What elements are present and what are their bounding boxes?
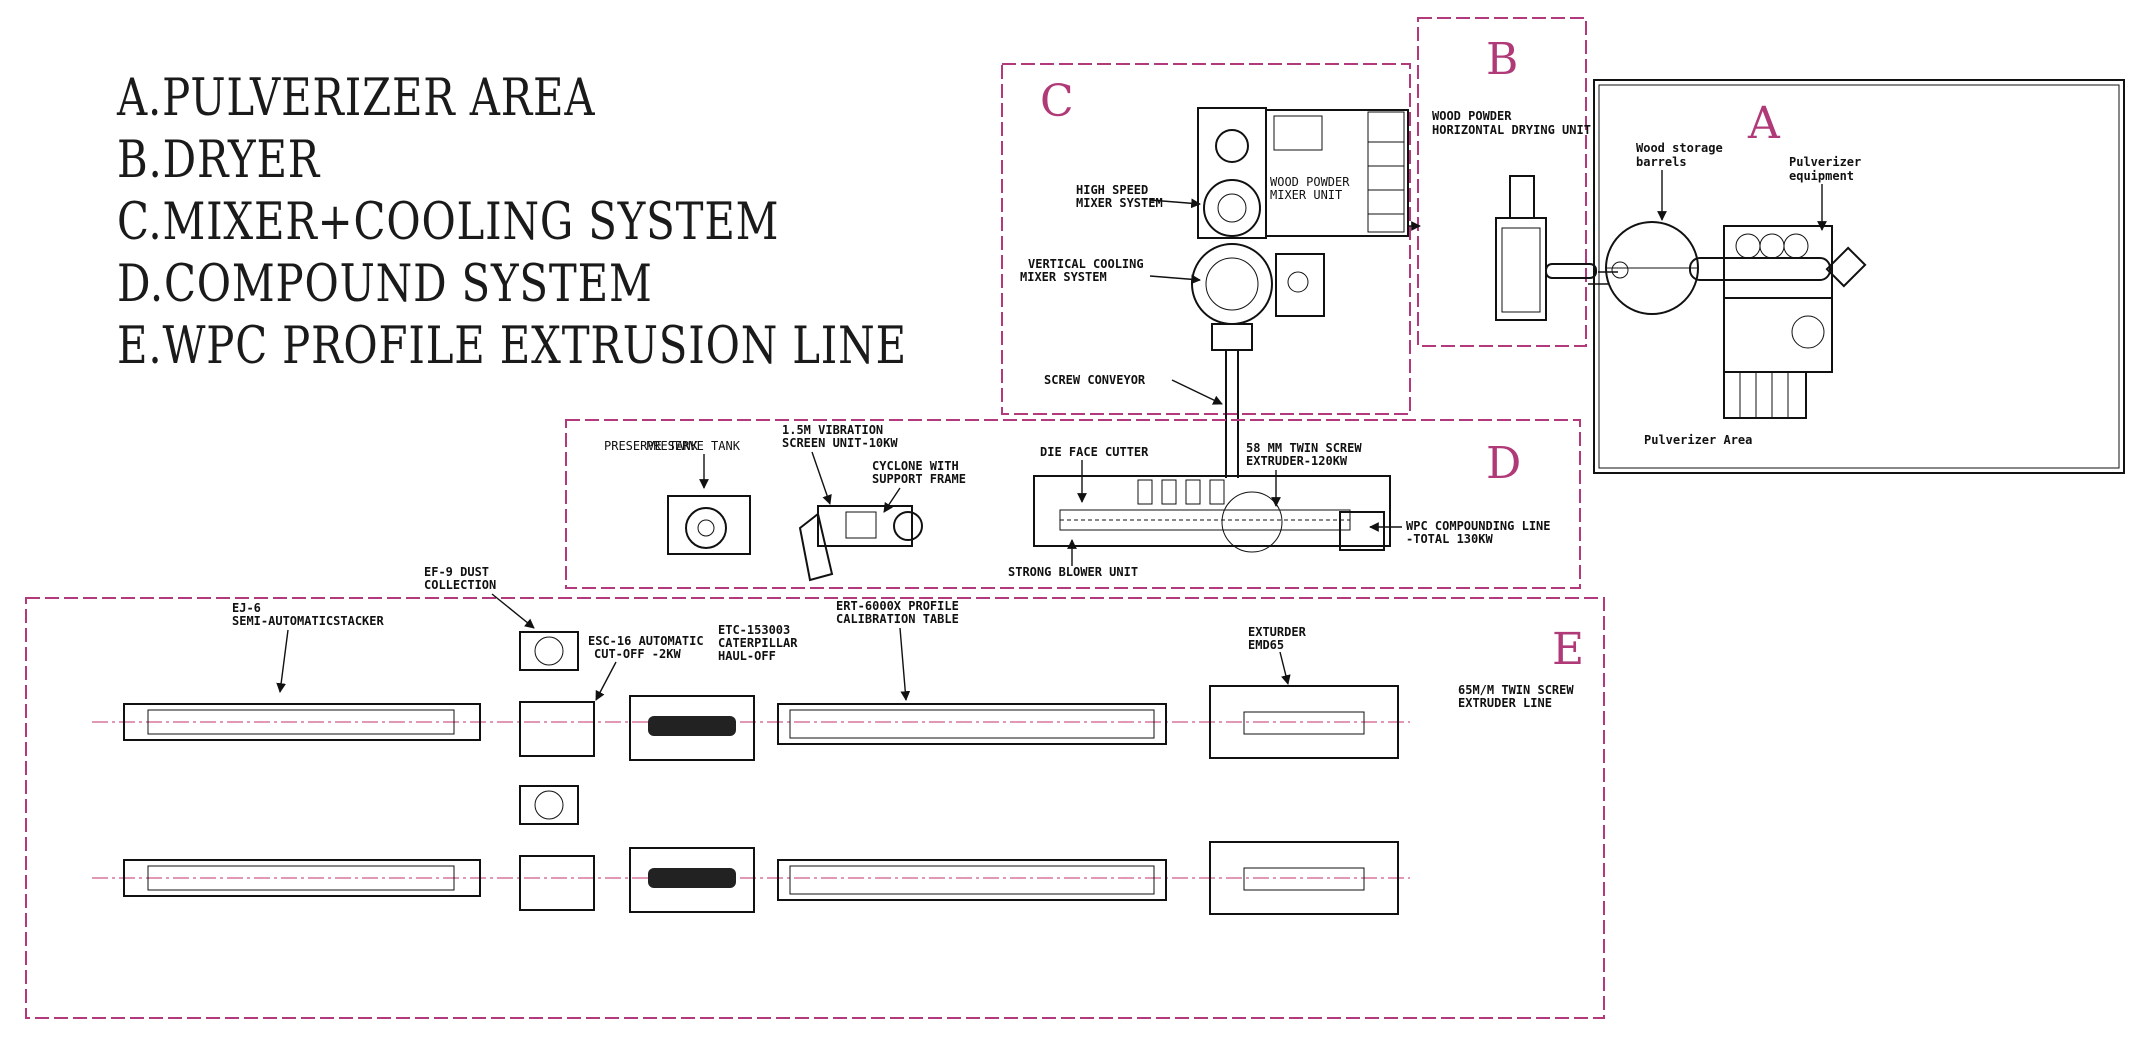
zone-b-dryer: B WOOD POWDER HORIZONTAL DRYING UNIT — [1417, 17, 1618, 347]
high-speed-label: HIGH SPEED — [1076, 183, 1148, 197]
extruder-label: EXTURDER — [1248, 625, 1307, 639]
haul-off-label-2: CATERPILLAR — [718, 636, 798, 650]
haul-off — [629, 847, 755, 913]
twin-screw-label: 58 MM TWIN SCREW — [1246, 441, 1362, 455]
cut-off — [519, 701, 595, 757]
extruder-label-2: EMD65 — [1248, 638, 1284, 652]
zone-c-border — [1001, 63, 1411, 415]
compounding-extruder — [1033, 475, 1391, 547]
stacker — [123, 859, 481, 897]
cut-off — [519, 855, 595, 911]
calibration-table — [777, 703, 1167, 745]
dust-collector — [519, 785, 579, 825]
zone-a-inner-border — [1598, 84, 2120, 469]
zone-d-border — [565, 419, 1581, 589]
vibration-screen-label: 1.5M VIBRATION — [782, 423, 883, 437]
calibration-table — [777, 859, 1167, 901]
zone-c-letter: C — [1040, 76, 1074, 127]
extruder — [1209, 685, 1399, 759]
legend-item: E.WPC PROFILE EXTRUSION LINE — [117, 317, 907, 376]
vibration-screen — [817, 505, 913, 547]
die-face-cutter-label: DIE FACE CUTTER — [1040, 445, 1149, 459]
dust-collection-label-2: COLLECTION — [424, 578, 496, 592]
extrusion-line-2 — [92, 785, 1410, 915]
legend: A.PULVERIZER AREA B.DRYER C.MIXER+COOLIN… — [117, 68, 907, 378]
zone-e-border — [25, 597, 1605, 1019]
blower-unit — [1221, 491, 1283, 553]
stacker — [123, 703, 481, 741]
cyclone — [893, 511, 923, 541]
legend-item: C.MIXER+COOLING SYSTEM — [117, 193, 780, 252]
preserve-tank-label-2: PRESERVE TANK — [646, 439, 741, 453]
drying-unit-label-2: HORIZONTAL DRYING UNIT — [1432, 123, 1591, 137]
cyclone-label: CYCLONE WITH — [872, 459, 959, 473]
twin-screw-label-2: EXTRUDER-120KW — [1246, 454, 1348, 468]
vibration-screen-label-2: SCREEN UNIT-10KW — [782, 436, 898, 450]
zone-a-pulverizer-area: A Wood storage barrels Pulverizer equipm… — [1588, 79, 2125, 474]
zone-e-extrusion-line: E EF-9 DUST COLLECTION EJ-6 SEMI-AUTOMAT… — [25, 565, 1605, 1019]
compounding-line-label: WPC COMPOUNDING LINE — [1406, 519, 1551, 533]
vertical-cooling-mixer — [1191, 243, 1273, 325]
dust-collection-label: EF-9 DUST — [424, 565, 489, 579]
legend-item: B.DRYER — [117, 131, 321, 190]
wood-storage-label-2: barrels — [1636, 155, 1687, 169]
wood-powder-mixer-unit — [1265, 109, 1409, 237]
high-speed-label-2: MIXER SYSTEM — [1076, 196, 1163, 210]
screw-conveyor-label: SCREW CONVEYOR — [1044, 373, 1146, 387]
cut-off-label: ESC-16 AUTOMATIC — [588, 634, 704, 648]
haul-off-label: ETC-153003 — [718, 623, 790, 637]
legend-item: A.PULVERIZER AREA — [117, 69, 596, 128]
compounding-line-label-2: -TOTAL 130KW — [1406, 532, 1493, 546]
caterpillar-belt — [648, 716, 736, 736]
mixer-unit-label-2: MIXER UNIT — [1270, 188, 1342, 202]
zone-c-mixer-cooling: C HIGH SPEED MIXER SYSTEM WOOD POWDER MI… — [1001, 63, 1421, 478]
high-speed-mixer — [1197, 107, 1267, 239]
caterpillar-belt — [648, 868, 736, 888]
cyclone-label-2: SUPPORT FRAME — [872, 472, 966, 486]
zone-d-compound-system: D PRESERVE TANK PRESERVE TANK 1.5M VIBRA… — [565, 419, 1581, 589]
haul-off-label-3: HAUL-OFF — [718, 649, 776, 663]
zone-b-border — [1417, 17, 1587, 347]
preserve-tank-label: PRESERVE TANK — [604, 439, 699, 453]
twin-screw-line-label-2: EXTRUDER LINE — [1458, 696, 1552, 710]
zone-b-letter: B — [1486, 34, 1518, 85]
stacker-label-2: SEMI-AUTOMATICSTACKER — [232, 614, 384, 628]
wood-storage-label: Wood storage — [1636, 141, 1723, 155]
dust-collector — [519, 631, 579, 671]
haul-off — [629, 695, 755, 761]
drying-unit-label: WOOD POWDER — [1432, 109, 1512, 123]
cut-off-label-2: CUT-OFF -2KW — [594, 647, 681, 661]
legend-item: D.COMPOUND SYSTEM — [117, 255, 653, 314]
zone-e-letter: E — [1552, 624, 1584, 675]
preserve-tank — [667, 495, 751, 555]
pulverizer-label: Pulverizer — [1789, 155, 1861, 169]
stacker-label: EJ-6 — [232, 601, 261, 615]
mixer-unit-label: WOOD POWDER — [1270, 175, 1350, 189]
zone-d-letter: D — [1486, 438, 1521, 489]
vertical-cooling-label: VERTICAL COOLING — [1028, 257, 1144, 271]
zone-a-caption: Pulverizer Area — [1644, 433, 1752, 447]
calibration-table-label: ERT-6000X PROFILE — [836, 599, 959, 613]
vertical-cooling-label-2: MIXER SYSTEM — [1020, 270, 1107, 284]
calibration-table-label-2: CALIBRATION TABLE — [836, 612, 959, 626]
pulverizer-label-2: equipment — [1789, 169, 1854, 183]
zone-a-border — [1593, 79, 2125, 474]
extruder — [1209, 841, 1399, 915]
storage-barrel — [1605, 221, 1699, 315]
zone-a-letter: A — [1747, 98, 1781, 149]
drying-unit — [1495, 217, 1547, 321]
twin-screw-line-label: 65M/M TWIN SCREW — [1458, 683, 1574, 697]
blower-label: STRONG BLOWER UNIT — [1008, 565, 1138, 579]
extrusion-line-1 — [92, 631, 1410, 761]
